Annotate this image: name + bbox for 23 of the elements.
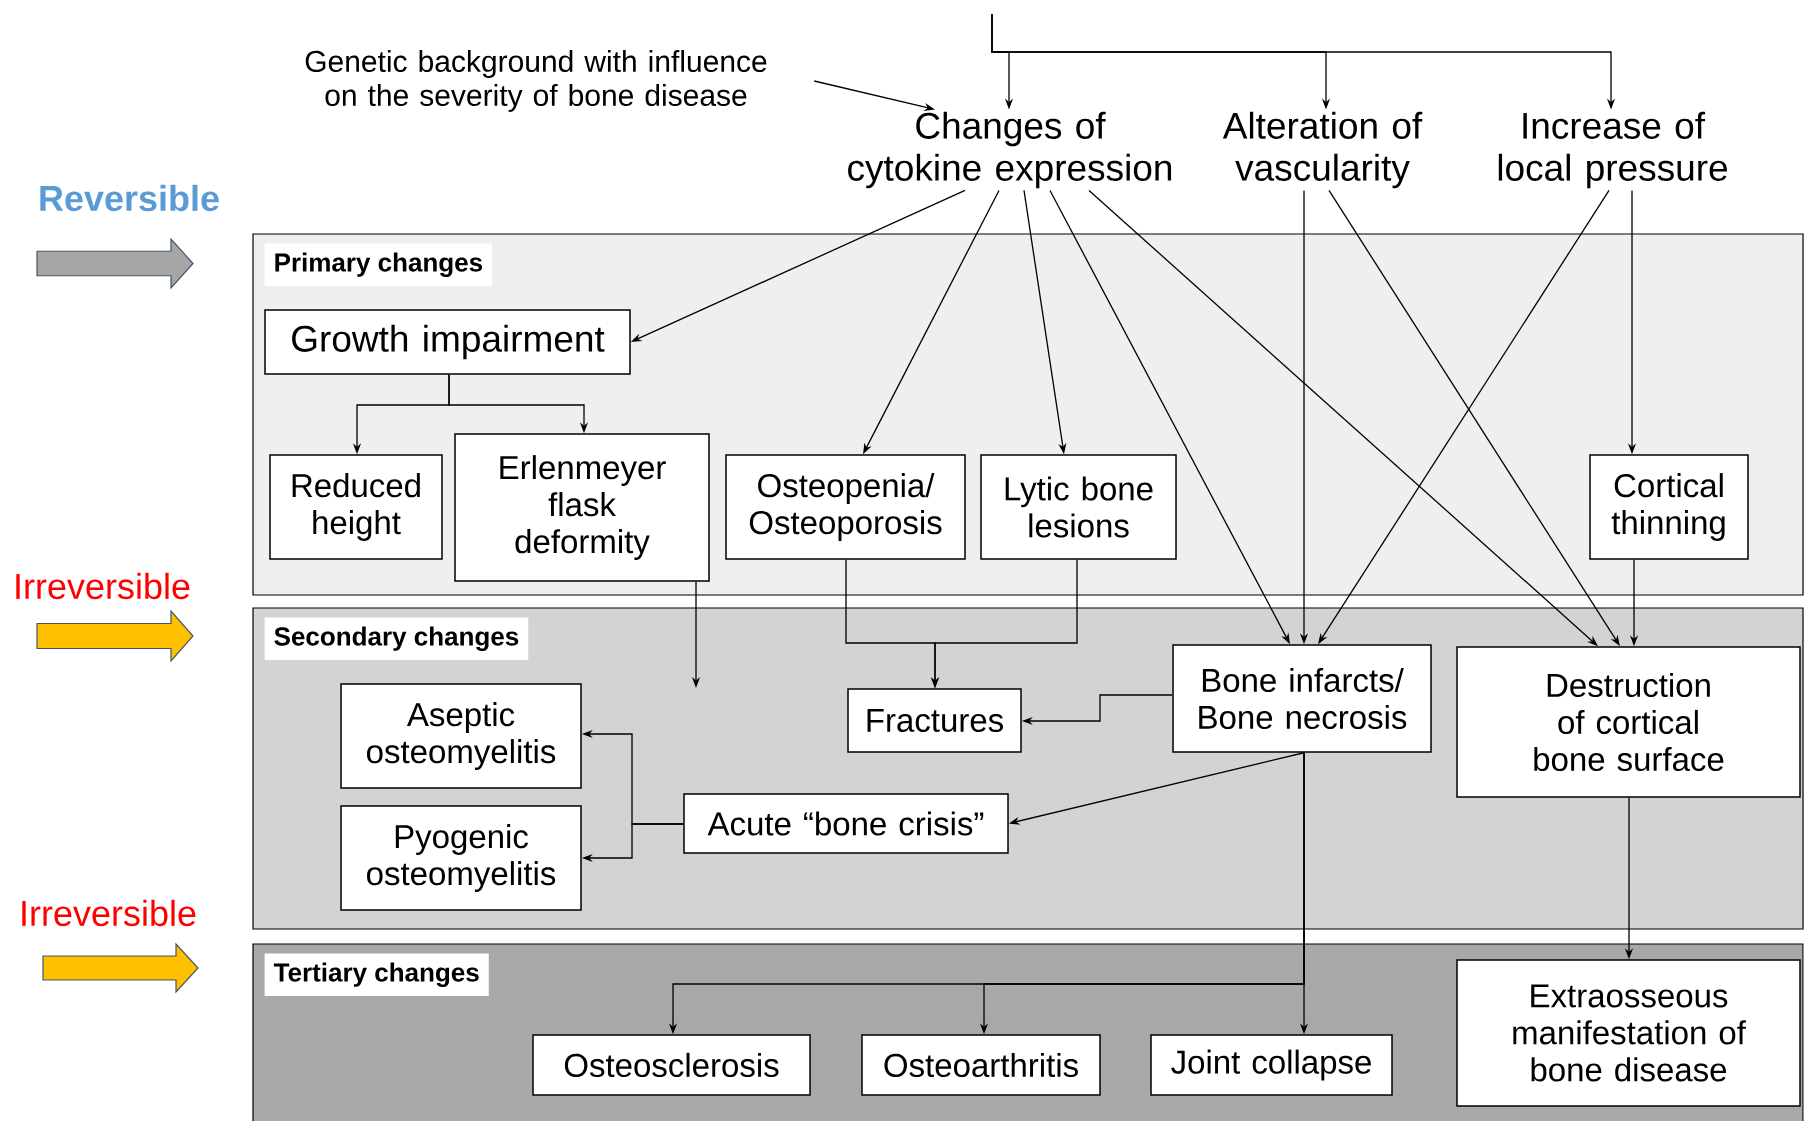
factor-text: Increase of local pressure xyxy=(1498,111,1727,189)
factor-text: Changes of cytokine expression xyxy=(848,111,1172,189)
process-box: Aseptic osteomyelitis xyxy=(340,683,582,789)
process-box: Destruction of cortical bone surface xyxy=(1456,646,1801,798)
note-text: Genetic background with influence on the severity of bone disease xyxy=(305,50,767,112)
process-box: Joint collapse xyxy=(1150,1034,1393,1096)
process-box: Pyogenic osteomyelitis xyxy=(340,805,582,911)
stage-label: Irreversible xyxy=(22,899,196,927)
process-box: Fractures xyxy=(847,688,1022,753)
process-box: Lytic bone lesions xyxy=(980,454,1177,560)
process-box: Extraosseous manifestation of bone disease xyxy=(1456,959,1801,1107)
process-box: Erlenmeyer flask deformity xyxy=(454,433,710,582)
process-box: Osteosclerosis xyxy=(532,1034,811,1096)
process-box: Cortical thinning xyxy=(1589,454,1749,560)
stage-label: Reversible xyxy=(40,184,219,212)
factor-text: Alteration of vascularity xyxy=(1222,111,1423,189)
process-box: Osteopenia/ Osteoporosis xyxy=(725,454,966,560)
process-box: Growth impairment xyxy=(264,309,631,375)
process-box: Acute “bone crisis” xyxy=(683,793,1009,854)
process-box: Bone infarcts/ Bone necrosis xyxy=(1172,644,1432,753)
process-box: Osteoarthritis xyxy=(861,1034,1101,1096)
stage-label: Irreversible xyxy=(16,572,190,600)
process-box: Reduced height xyxy=(269,454,443,560)
